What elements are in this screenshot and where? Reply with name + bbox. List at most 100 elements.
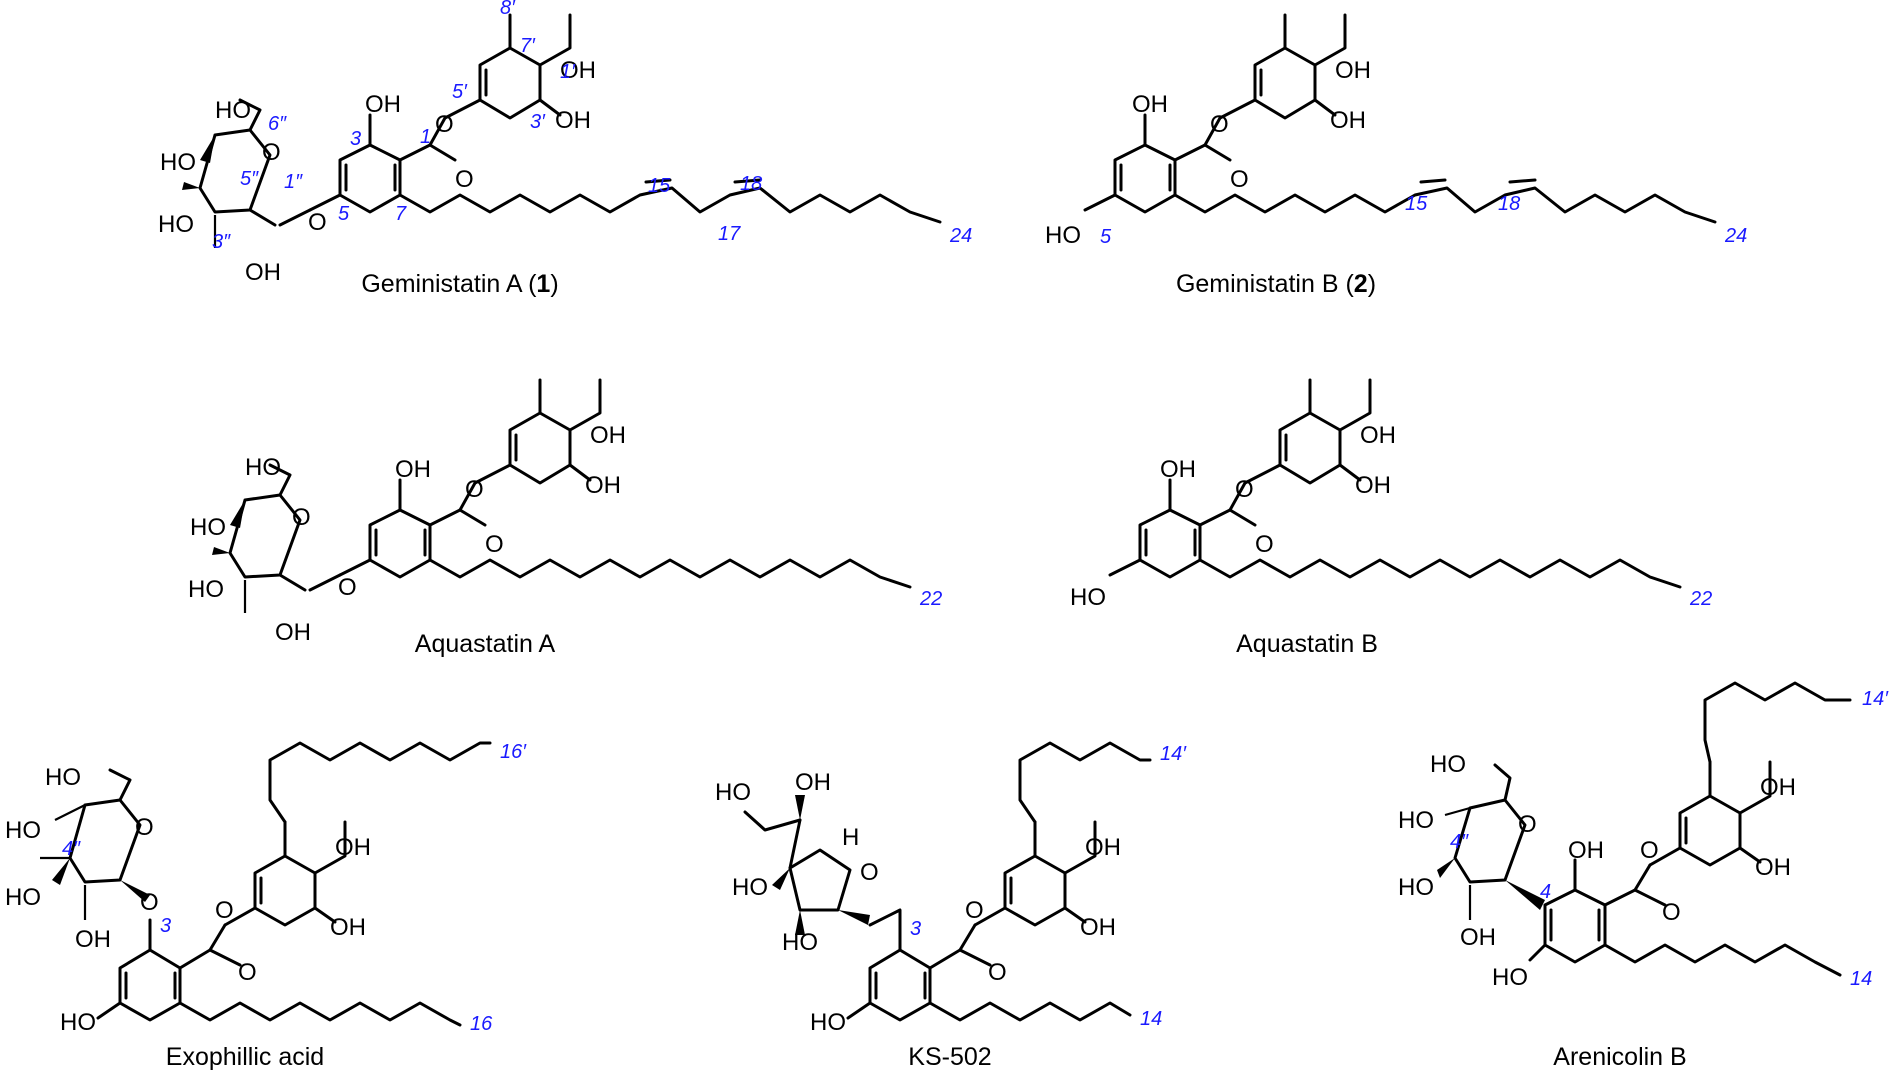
atom-number: 1″ [284,171,303,193]
compound-caption: Aquastatin B [1236,630,1378,658]
atom-label: O [1255,531,1274,558]
atom-number: 1′ [560,61,576,83]
atom-label: OH [1080,914,1116,941]
atom-label: HO [1398,807,1434,834]
atom-label: OH [330,914,366,941]
atom-label: O [262,139,281,166]
atom-label: OH [590,422,626,449]
compound-exophillic-acid: HO HO HO OH O O HO O O OH OH 16′ 4″ 3 16… [5,741,527,1071]
atom-number: 5′ [452,81,468,103]
atom-number: 5″ [240,168,259,190]
atom-label: HO [158,211,194,238]
atom-number: 14 [1140,1008,1162,1030]
atom-label: OH [395,456,431,483]
atom-label: HO [5,817,41,844]
atom-label: HO [1430,751,1466,778]
atom-number: 15 [648,175,671,197]
compound-arenicolin-b: HO HO HO OH O OH HO O O OH OH 14′ 4″ 4 1… [1398,681,1889,1071]
compound-caption: Arenicolin B [1553,1043,1686,1071]
atom-label: H [842,824,859,851]
atom-label: O [1662,899,1681,926]
compound-aquastatin-b: HO OH O O OH OH 22 Aquastatin B [1070,378,1712,658]
atom-label: OH [555,107,591,134]
compound-caption: KS-502 [908,1043,991,1071]
atom-label: OH [1330,107,1366,134]
atom-label: HO [1398,874,1434,901]
atom-label: OH [1755,854,1791,881]
compound-ks-502: OH HO H O HO HO HO O O OH OH 14′ 3 14 KS… [715,741,1187,1071]
atom-label: O [1640,837,1659,864]
compound-geministatin-b: HO OH O O OH OH 5 15 18 24 Geministatin … [1045,13,1747,298]
atom-label: HO [190,514,226,541]
atom-label: HO [160,149,196,176]
atom-number: 5 [338,203,350,225]
atom-number: 3 [350,128,361,150]
atom-number: 3′ [530,111,546,133]
atom-label: HO [1492,964,1528,991]
atom-label: O [1235,476,1254,503]
atom-label: HO [732,874,768,901]
atom-number: 3 [160,915,171,937]
atom-label: OH [75,926,111,953]
atom-number: 3 [910,918,921,940]
atom-number: 24 [949,225,972,247]
atom-label: OH [560,57,596,84]
atom-label: O [435,111,454,138]
compound-caption: Aquastatin A [415,630,556,658]
atom-label: O [140,889,159,916]
atom-number: 18 [740,173,762,195]
atom-number: 16 [470,1013,493,1035]
atom-label: OH [335,834,371,861]
atom-label: OH [1335,57,1371,84]
atom-label: O [988,959,1007,986]
atom-label: HO [5,884,41,911]
atom-label: OH [1132,91,1168,118]
atom-number: 14′ [1160,743,1187,765]
atom-number: 7′ [520,35,536,57]
compound-caption: Exophillic acid [166,1043,324,1071]
atom-number: 18 [1498,193,1520,215]
atom-label: OH [245,259,281,286]
atom-label: O [292,504,311,531]
atom-label: O [485,531,504,558]
atom-label: O [465,476,484,503]
atom-label: OH [1355,472,1391,499]
atom-label: HO [810,1009,846,1036]
atom-number: 6″ [268,113,287,135]
atom-number: 14 [1850,968,1872,990]
atom-number: 22 [1689,588,1712,610]
compound-aquastatin-a: HO HO HO OH O O OH O O OH OH 22 Aquastat… [188,378,942,658]
atom-number: 15 [1405,193,1428,215]
atom-label: OH [275,619,311,646]
atom-label: O [860,859,879,886]
atom-label: HO [60,1009,96,1036]
atom-label: O [238,959,257,986]
atom-label: HO [1070,584,1106,611]
atom-number: 1 [420,126,431,148]
atom-label: OH [1085,834,1121,861]
compound-geministatin-a: HO HO HO OH O O OH O O OH OH 8′ 7′ 1′ 5′… [158,0,972,298]
atom-label: O [308,209,327,236]
atom-number: 4″ [62,838,81,860]
atom-label: HO [715,779,751,806]
atom-label: OH [1568,837,1604,864]
compound-caption: Geministatin A (1) [361,270,558,298]
atom-label: OH [1760,774,1796,801]
atom-label: OH [1460,924,1496,951]
atom-number: 22 [919,588,942,610]
compound-caption: Geministatin B (2) [1176,270,1376,298]
atom-number: 17 [718,223,741,245]
atom-label: HO [45,764,81,791]
atom-number: 16′ [500,741,527,763]
atom-label: OH [585,472,621,499]
atom-label: HO [1045,222,1081,249]
atom-number: 3″ [212,231,231,253]
atom-label: HO [245,454,281,481]
atom-number: 5 [1100,226,1112,248]
atom-label: O [455,166,474,193]
atom-number: 14′ [1862,688,1889,710]
atom-label: OH [1360,422,1396,449]
atom-label: O [965,897,984,924]
atom-label: O [338,574,357,601]
atom-label: HO [188,576,224,603]
